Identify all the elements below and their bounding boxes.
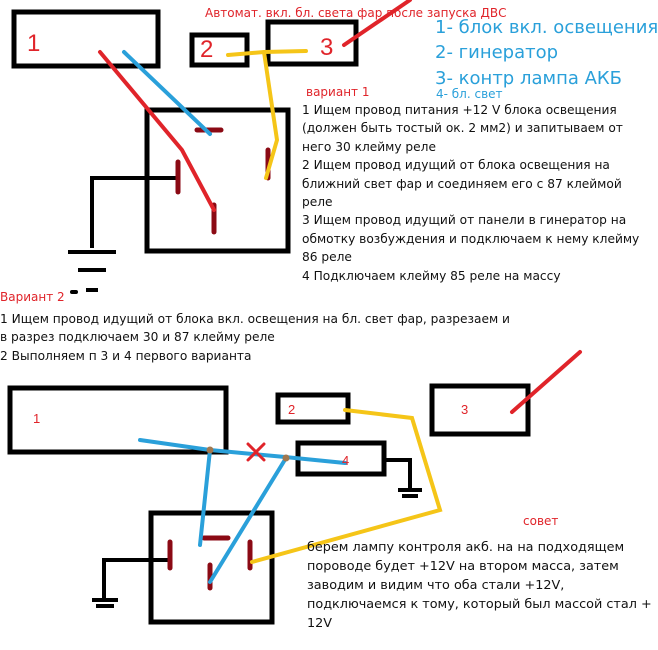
bottom-blue-wire-relay-30: [198, 448, 212, 547]
top-relay: [144, 107, 291, 254]
top-yellow-wire-relay: [262, 50, 280, 180]
top-box-2-generator: [189, 32, 250, 68]
variant-2-title: Вариант 2: [0, 290, 65, 304]
top-box-1-label: 1: [27, 30, 41, 57]
bottom-blue-wire-relay-87: [208, 456, 288, 584]
variant-1-title: вариант 1: [306, 85, 370, 99]
bottom-relay-contacts: [167, 535, 253, 591]
bottom-box-4-label: 4: [342, 453, 350, 468]
legend-item-2: 2- гинератор: [435, 42, 559, 63]
bottom-box-1-label: 1: [33, 411, 41, 426]
variant-1-step-1: 1 Ищем провод питания +12 V блока освеще…: [302, 103, 623, 154]
bottom-box-3-label: 3: [461, 402, 469, 417]
bottom-blue-wire: [138, 438, 347, 465]
cut-mark-x: [246, 442, 266, 462]
variant-1-step-3: 3 Ищем провод идущий от панели в гинерат…: [302, 213, 640, 265]
legend-item-1: 1- блок вкл. освещения: [435, 17, 658, 38]
bottom-yellow-wire: [250, 408, 443, 564]
bottom-box-2-label: 2: [288, 402, 296, 417]
bottom-box-1-lighting-unit: [7, 385, 229, 455]
variant-1-steps: 1 Ищем провод питания +12 V блока освеще…: [302, 101, 654, 285]
tip-title: совет: [523, 514, 559, 528]
bottom-box-3-battery-lamp: [429, 383, 531, 437]
variant-2-steps: 1 Ищем провод идущий от блока вкл. освещ…: [0, 310, 520, 365]
top-relay-contacts: [175, 127, 271, 235]
diagram-title: Автомат. вкл. бл. света фар после запуск…: [205, 6, 507, 20]
stray-mark: [70, 290, 78, 294]
top-red-wire-lamp: [342, 0, 412, 47]
legend-item-3: 3- контр лампа АКБ: [435, 68, 623, 89]
legend-item-4: 4- бл. свет: [436, 87, 503, 101]
top-ground-wire: [68, 176, 178, 292]
top-box-1-lighting-unit: [11, 9, 161, 69]
top-box-2-label: 2: [200, 36, 214, 63]
variant-2-step-2: 2 Выполняем п 3 и 4 первого варианта: [0, 348, 252, 363]
top-blue-wire: [122, 50, 212, 136]
bottom-relay: [148, 510, 275, 625]
bottom-ground-wires: [92, 458, 422, 608]
tip-text: берем лампу контроля акб. на на подходящ…: [307, 540, 652, 631]
top-box-3-label: 3: [320, 34, 334, 61]
variant-1-step-4: 4 Подключаем клейму 85 реле на массу: [302, 268, 561, 283]
top-red-wire: [98, 50, 216, 212]
bottom-red-wire-lamp: [510, 350, 582, 414]
splice-points: [206, 446, 290, 462]
variant-2-step-1: 1 Ищем провод идущий от блока вкл. освещ…: [0, 312, 510, 345]
variant-1-step-2: 2 Ищем провод идущий от блока освещения …: [302, 158, 622, 210]
top-box-3-battery-lamp: [265, 19, 359, 67]
